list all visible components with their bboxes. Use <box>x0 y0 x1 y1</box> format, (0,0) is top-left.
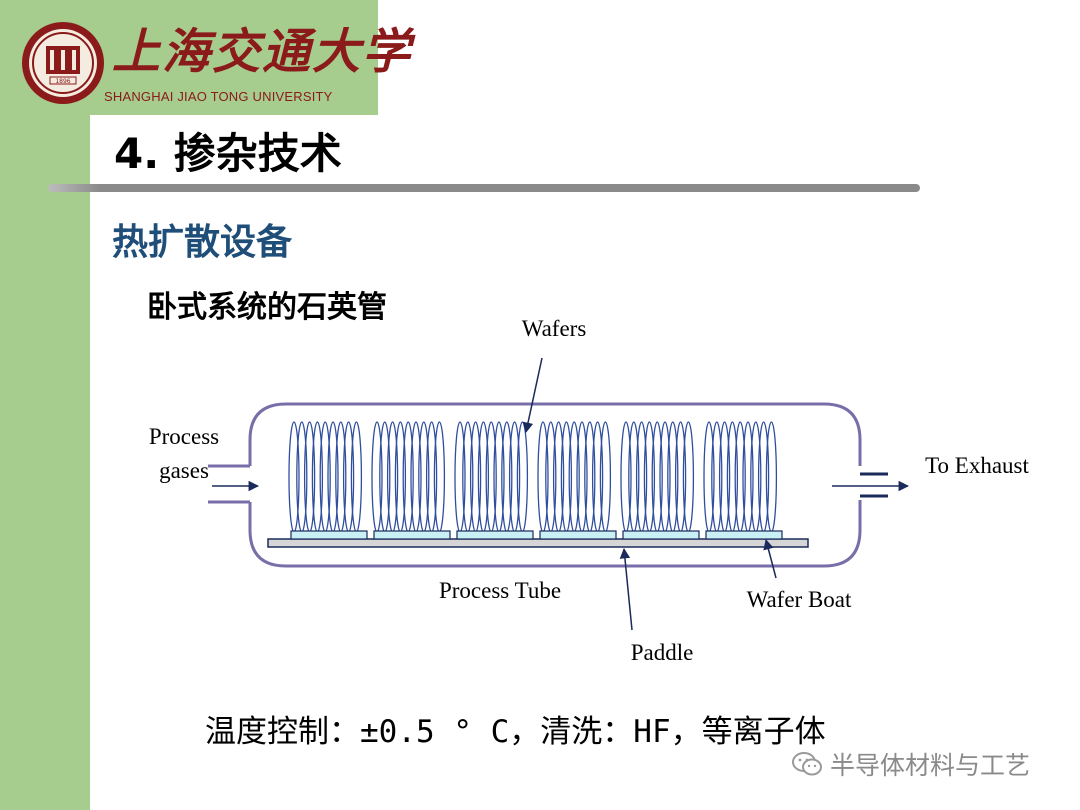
wafer-boat <box>373 530 451 540</box>
wafer-boat-leader-arrow <box>763 538 777 579</box>
wafer-group <box>620 421 700 540</box>
wafer <box>703 421 715 533</box>
wafer <box>545 421 557 533</box>
wafer <box>682 421 695 533</box>
wafer <box>628 421 640 533</box>
wafer <box>303 421 316 533</box>
process-tube-outline <box>248 402 862 568</box>
wafer <box>757 421 770 533</box>
slide-subtitle: 热扩散设备 <box>112 222 293 263</box>
wafer <box>591 421 604 533</box>
quartz-tube-diagram: Wafers Process gases To Exhaust Process … <box>149 316 1030 665</box>
wechat-icon <box>792 752 822 776</box>
label-wafer-boat: Wafer Boat <box>747 587 852 612</box>
wafer-group <box>454 421 534 540</box>
university-name-cn: 上海交通大学 <box>112 24 413 80</box>
wafer <box>493 421 505 533</box>
wafer <box>599 421 612 533</box>
logo-year: 1896 <box>55 78 70 85</box>
wafer <box>402 421 414 533</box>
wafer <box>620 421 632 533</box>
wafer <box>327 421 339 533</box>
wafer <box>552 421 565 533</box>
left-green-bar <box>0 0 90 810</box>
wafer <box>750 421 762 533</box>
wafer <box>288 421 300 533</box>
wafer-boat <box>539 530 617 540</box>
wafer <box>659 421 671 533</box>
wafer <box>485 421 497 533</box>
paddle-leader-arrow <box>619 547 633 631</box>
label-process-tube: Process Tube <box>439 578 561 603</box>
wafer <box>635 421 648 533</box>
wafer <box>394 421 407 533</box>
wafer <box>371 421 383 533</box>
wafer <box>718 421 731 533</box>
wafer <box>516 421 529 533</box>
watermark-text: 半导体材料与工艺 <box>830 751 1031 780</box>
wafer <box>296 421 308 533</box>
wafer <box>508 421 521 533</box>
title-divider <box>48 184 920 192</box>
wafer <box>469 421 482 533</box>
university-name-en: SHANGHAI JIAO TONG UNIVERSITY <box>104 89 333 104</box>
wafer <box>726 421 739 533</box>
wafer <box>568 421 580 533</box>
label-wafers: Wafers <box>522 316 587 341</box>
wafer-boat <box>705 530 783 540</box>
paddle <box>267 538 809 548</box>
wafer-group <box>537 421 617 540</box>
wafer <box>576 421 588 533</box>
wafer <box>319 421 331 533</box>
wafer <box>462 421 474 533</box>
wafer <box>418 421 430 533</box>
wafer <box>667 421 679 533</box>
slide-title: 4. 掺杂技术 <box>114 129 342 178</box>
wafer <box>379 421 391 533</box>
wafer <box>734 421 746 533</box>
label-paddle: Paddle <box>631 640 694 665</box>
wafer <box>410 421 422 533</box>
wafer <box>643 421 656 533</box>
wafer <box>674 421 687 533</box>
wafer-group <box>371 421 451 540</box>
wafer-groups <box>288 421 783 540</box>
wafer <box>584 421 596 533</box>
wafer <box>311 421 324 533</box>
wafer <box>560 421 573 533</box>
wafer <box>425 421 438 533</box>
wafer <box>501 421 513 533</box>
wafer <box>335 421 347 533</box>
label-process-gases-line1: Process <box>149 424 219 449</box>
wafer <box>433 421 446 533</box>
watermark: 半导体材料与工艺 <box>790 744 1030 784</box>
wafer-boat <box>290 530 368 540</box>
wafer <box>537 421 549 533</box>
process-notes: 温度控制：±0.5 ° C，清洗：HF，等离子体 <box>205 714 826 750</box>
wafer <box>386 421 399 533</box>
wafer <box>342 421 355 533</box>
wafer <box>477 421 490 533</box>
wafer-group <box>288 421 368 540</box>
wafers-leader-arrow <box>522 357 543 434</box>
wafer <box>350 421 363 533</box>
university-logo: 1896 <box>22 22 104 104</box>
wafer-boat <box>622 530 700 540</box>
wafer <box>454 421 466 533</box>
wafer <box>742 421 754 533</box>
wafer <box>765 421 778 533</box>
wafer-boat <box>456 530 534 540</box>
wafer <box>711 421 723 533</box>
wafer-group <box>703 421 783 540</box>
wafer <box>651 421 663 533</box>
label-process-gases-line2: gases <box>159 458 209 483</box>
label-to-exhaust: To Exhaust <box>925 453 1029 478</box>
section-heading: 卧式系统的石英管 <box>147 290 387 325</box>
